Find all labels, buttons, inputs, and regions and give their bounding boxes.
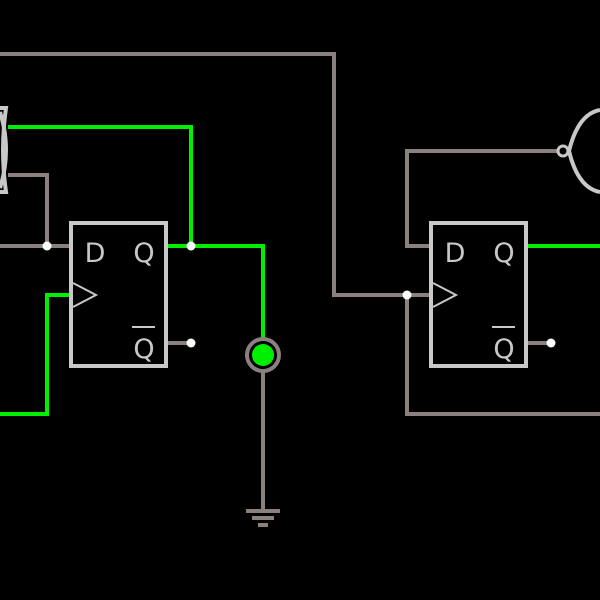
wire-clock-bus xyxy=(0,52,432,297)
junction-left-d xyxy=(42,241,52,251)
left-qbar-label: Q xyxy=(133,334,154,365)
wire-left-clock-input xyxy=(0,293,72,416)
xor-gate-icon xyxy=(0,106,9,194)
left-flip-flop-body xyxy=(69,221,168,368)
left-q-label: Q xyxy=(133,238,154,269)
right-qbar-label: Q xyxy=(493,334,514,365)
nor-gate-icon xyxy=(556,108,600,194)
right-d-label: D xyxy=(445,238,466,269)
right-clock-triangle-icon xyxy=(432,282,459,308)
wire-right-clock-feedback xyxy=(405,295,600,416)
wires-low xyxy=(0,52,600,510)
junctions xyxy=(42,241,556,348)
wires-high xyxy=(0,125,600,416)
left-d-flip-flop: D Q Q xyxy=(69,221,168,368)
right-q-label: Q xyxy=(493,238,514,269)
wire-right-d-input xyxy=(405,149,562,248)
junction-right-clock xyxy=(402,290,412,300)
left-clock-triangle-icon xyxy=(72,282,99,308)
led-light xyxy=(252,344,274,366)
terminal-right-qbar xyxy=(546,338,556,348)
wire-left-gate-output-loop xyxy=(8,125,193,246)
led-indicator[interactable] xyxy=(245,337,281,373)
xor-gate-curve xyxy=(0,111,8,189)
ground-icon xyxy=(246,509,280,527)
nor-gate-bubble xyxy=(556,144,570,158)
terminal-left-qbar xyxy=(186,338,196,348)
wire-left-gate-input xyxy=(8,173,49,246)
xor-gate-body xyxy=(0,106,9,194)
right-d-flip-flop: D Q Q xyxy=(429,221,528,368)
nor-gate-body xyxy=(566,108,600,194)
right-flip-flop-body xyxy=(429,221,528,368)
left-d-label: D xyxy=(85,238,106,269)
junction-left-q xyxy=(186,241,196,251)
wire-left-q-to-led xyxy=(166,244,265,338)
